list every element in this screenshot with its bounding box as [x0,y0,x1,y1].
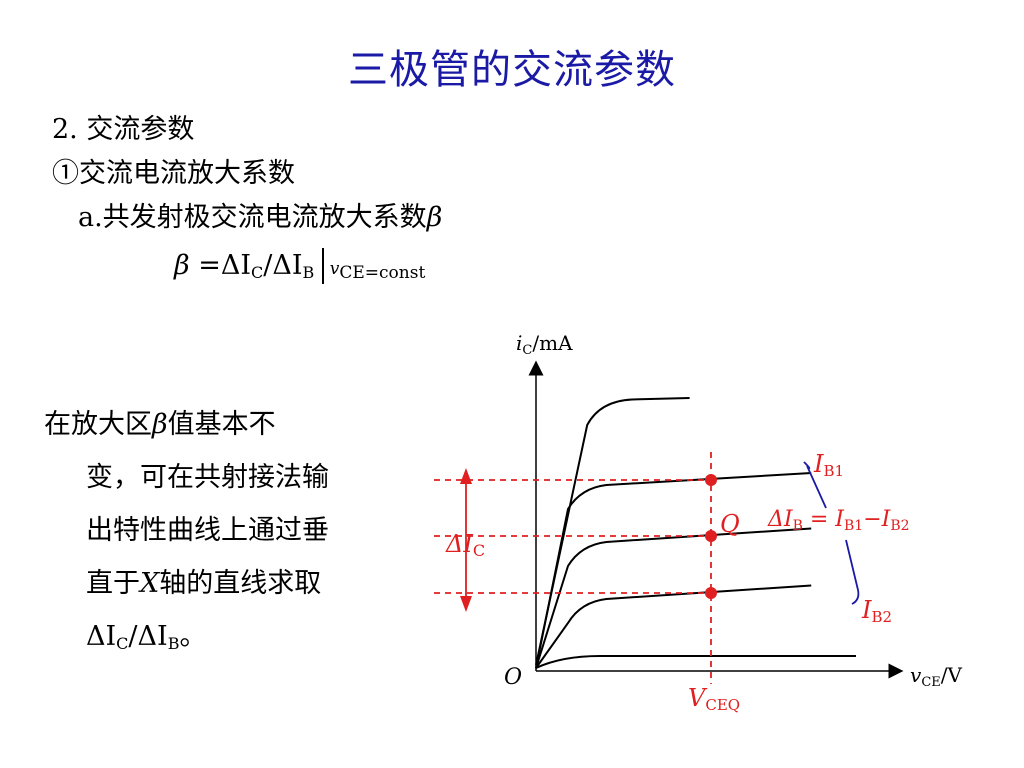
y-label-unit: /mA [532,331,573,355]
evaluation-bar [322,248,324,284]
para-l1-a: 在放大区 [44,409,152,440]
point-Q [705,530,717,542]
delta-ib-label: ΔIB = IB1−IB2 [767,507,910,534]
formula-div: /ΔI [263,250,303,281]
vceq-v: V [688,684,708,712]
formula-cond-ce: CE [339,263,365,283]
section-heading: 2. 交流参数 [52,114,195,145]
ib1-bracket [803,461,827,509]
q-points [705,474,717,599]
vceq-label: VCEQ [688,684,740,714]
dib-eq: = I [803,507,845,532]
title-part-1: 三极管的 [348,47,512,93]
dib-sub: B [793,518,803,534]
point-upper [705,474,717,486]
para-line-1: 在放大区β值基本不 [44,398,404,451]
para-l4-a: 直于 [86,568,140,599]
curve-series-4 [535,397,690,666]
title-part-2: 交流 [512,47,594,93]
para-l5-c: C [116,634,129,653]
para-line-2: 变，可在共射接法输 [86,462,329,493]
dib-b1: B1 [844,518,863,534]
curve-series-1 [535,584,812,669]
para-l4-x: X [140,568,160,599]
formula-cond-v: v [329,259,340,279]
ib1-sub: B1 [823,462,844,480]
para-l5-end: 。 [179,621,207,652]
explanation-paragraph: 在放大区β值基本不 变，可在共射接法输 出特性曲线上通过垂 直于X轴的直线求取 … [44,398,404,663]
para-line-3: 出特性曲线上通过垂 [86,515,329,546]
para-l1-beta: β [152,409,168,440]
ib1-label: IB1 [813,450,844,480]
dib-b2: B2 [890,518,909,534]
beta-symbol: β [426,202,443,233]
formula-sub-b: B [302,263,315,282]
y-label-c: C [522,343,532,358]
ib1-i: I [813,450,824,478]
characteristic-curves [535,397,856,669]
q-label: Q [720,510,740,538]
title-part-3: 参数 [594,47,676,93]
formula-eq: =ΔI [189,250,251,281]
x-label-unit: /V [941,663,963,687]
x-label-v: v [910,663,922,687]
delta-ic-arrow-head-up [460,468,472,484]
item-1: ①交流电流放大系数 [52,158,295,189]
y-label-i: i [516,331,522,355]
dic-d: ΔI [445,530,473,558]
curve-series-2 [535,527,812,669]
item-a: a.共发射极交流电流放大系数β [78,200,442,236]
para-l5-bb: B [167,634,180,653]
formula-sub-c: C [250,263,264,282]
y-axis-label: iC/mA [516,331,573,358]
formula-beta: β [174,250,190,281]
para-line-4: 直于X轴的直线求取 [44,557,404,610]
para-l1-b: 值基本不 [167,409,276,440]
ib2-bracket [845,539,860,605]
horizontal-guides [434,479,711,594]
dib-d: ΔI [767,507,794,532]
point-lower [705,587,717,599]
para-line-5: ΔIC/ΔIB。 [44,610,404,663]
para-l4-b: 轴的直线求取 [159,568,322,599]
item-a-text: a.共发射极交流电流放大系数 [78,202,427,233]
origin-label: O [504,665,522,690]
vceq-sub: CEQ [705,696,740,714]
x-axis-label: vCE/V [910,663,962,690]
curve-series-0 [535,655,856,669]
x-label-ce: CE [921,675,940,690]
para-l5-b: /ΔI [128,621,168,652]
dic-sub: C [473,541,485,560]
ib2-sub: B2 [871,608,892,626]
page-title: 三极管的交流参数 [0,42,1024,98]
formula-cond-rest: =const [364,263,426,283]
ib2-label: IB2 [861,596,892,626]
ib2-i: I [861,596,872,624]
curve-series-3 [535,472,812,669]
para-l5-a: ΔI [86,621,117,652]
delta-ic-label: ΔIC [445,530,485,560]
dib-minus: −I [863,507,891,532]
delta-ic-arrow-head-down [460,596,472,612]
